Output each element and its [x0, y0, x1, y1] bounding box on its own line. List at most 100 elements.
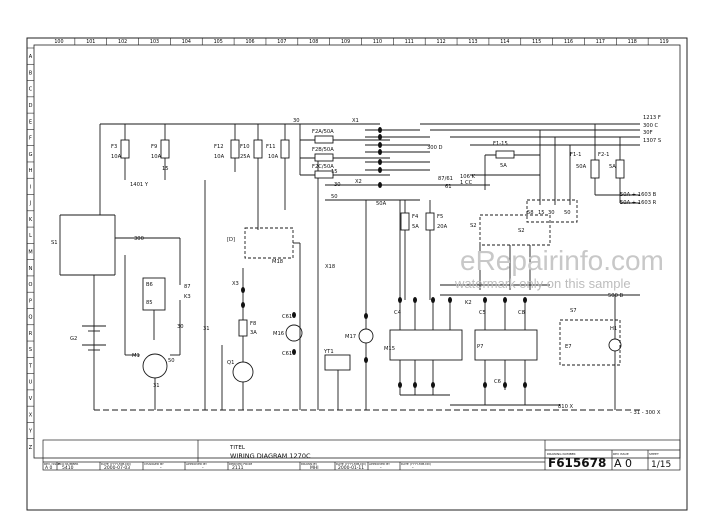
- label-f2b: F2B/50A: [312, 147, 334, 153]
- label-cn4: C4: [394, 310, 402, 316]
- label-f3: F3: [111, 144, 117, 150]
- val-changed: -: [160, 466, 162, 471]
- label-f11b: F1-1: [570, 152, 581, 158]
- label-x3: X3: [232, 281, 239, 287]
- row-label: X: [29, 412, 33, 418]
- hdr-approved: APPROVED BY: [186, 462, 207, 466]
- label-f12-val: 10A: [214, 154, 225, 160]
- label-c61b: C61: [282, 351, 292, 357]
- row-label: U: [29, 380, 33, 386]
- column-label: 101: [86, 39, 95, 45]
- label-e7: E7: [565, 344, 572, 350]
- label-f11: F11: [266, 144, 276, 150]
- hdr-changed: CHANGED BY: [144, 462, 164, 466]
- label-ys1: YT1: [323, 349, 334, 355]
- rev-issue: A 0: [614, 457, 632, 470]
- label-f5-val: 20A: [437, 224, 448, 230]
- label-f4: F4: [412, 214, 419, 220]
- connector-pin: [503, 297, 507, 303]
- label-m16: M16: [273, 331, 284, 337]
- val-date: 2000-07-03: [104, 465, 130, 471]
- label-w61: 61: [445, 184, 452, 190]
- row-label: Z: [29, 445, 33, 451]
- connector-pin: [378, 182, 382, 188]
- hdr-sheet: SHEET: [649, 452, 659, 456]
- label-r1213f: 1213 F: [643, 115, 661, 121]
- row-label: M: [28, 250, 32, 256]
- title-kind: TITEL: [229, 445, 246, 451]
- wiring-lines: [59, 123, 640, 411]
- hdr-eco: ECO NUMBER: [58, 462, 78, 466]
- label-m18: M18: [272, 259, 283, 265]
- connector-pin: [292, 349, 296, 355]
- fuses: [120, 135, 625, 337]
- label-f8: F8: [250, 321, 256, 327]
- column-label: 104: [182, 39, 191, 45]
- label-f10: F10: [240, 144, 250, 150]
- label-cn8: C8: [518, 310, 525, 316]
- label-k2: K2: [465, 300, 472, 306]
- label-m15: M15: [384, 346, 395, 352]
- label-f115: F1-15: [493, 141, 508, 147]
- title-block: [42, 439, 681, 471]
- val-rev: A 0: [45, 465, 53, 471]
- label-s2b: S2: [518, 228, 525, 234]
- connector-pin: [241, 302, 245, 308]
- connector-pin: [398, 297, 402, 303]
- label-r50a: 50A: [376, 201, 387, 207]
- column-label: 108: [309, 39, 318, 45]
- row-label: Y: [28, 429, 33, 435]
- label-s7: S7: [570, 308, 577, 314]
- column-label: 111: [405, 39, 414, 45]
- label-ref-1401: 1401 Y: [130, 182, 149, 188]
- val-derived: 2111: [232, 465, 244, 471]
- hdr-drawing: DRAWING NUMBER: [547, 452, 576, 456]
- row-label: Q: [29, 315, 33, 321]
- label-r500b: 500 B: [608, 293, 624, 299]
- label-f3-val: 10A: [111, 154, 122, 160]
- inner-frame: [33, 44, 681, 459]
- row-label: L: [29, 233, 32, 239]
- connector-pin: [448, 297, 452, 303]
- label-ref-15: 15: [162, 166, 169, 172]
- label-f4-val: 5A: [412, 224, 419, 230]
- label-w8761: 87/61: [438, 176, 453, 182]
- row-label: S: [29, 347, 32, 353]
- label-w31: 31: [203, 326, 210, 332]
- label-m1: M1: [132, 353, 140, 359]
- connector-pin: [378, 159, 382, 165]
- label-s1: S1: [51, 240, 58, 246]
- column-label: 116: [564, 39, 573, 45]
- column-label: 117: [596, 39, 605, 45]
- connector-pin: [378, 149, 382, 155]
- row-label: N: [29, 266, 33, 272]
- label-b6-85: 85: [146, 300, 153, 306]
- connector-pin: [241, 287, 245, 293]
- label-f21: F2-1: [598, 152, 609, 158]
- val-approved: -: [202, 466, 204, 471]
- drawing-number: F615678: [548, 456, 606, 470]
- row-label: B: [29, 70, 33, 76]
- connector-pin: [292, 312, 296, 318]
- label-r300x: - 31 - 300 X: [630, 410, 661, 416]
- label-r15: 15: [331, 169, 338, 175]
- row-label: E: [29, 119, 32, 125]
- val-date3: -: [412, 466, 414, 471]
- column-label: 114: [500, 39, 509, 45]
- label-m17: M17: [345, 334, 356, 340]
- column-label: 112: [437, 39, 446, 45]
- connector-pin: [431, 382, 435, 388]
- label-r810x: 810 X: [558, 404, 574, 410]
- row-label: I: [30, 184, 31, 190]
- connector-pin: [413, 382, 417, 388]
- connector-pin: [398, 382, 402, 388]
- row-label: J: [29, 201, 31, 207]
- label-k3-87: 87: [184, 284, 191, 290]
- connector-pin: [483, 297, 487, 303]
- column-label: 115: [532, 39, 541, 45]
- hdr-rev2: REV ISSUE: [613, 452, 629, 456]
- column-label: 103: [150, 39, 159, 45]
- label-m1-pin: 31: [153, 383, 160, 389]
- label-r300c: 300 C: [643, 123, 659, 129]
- row-label: A: [29, 54, 33, 60]
